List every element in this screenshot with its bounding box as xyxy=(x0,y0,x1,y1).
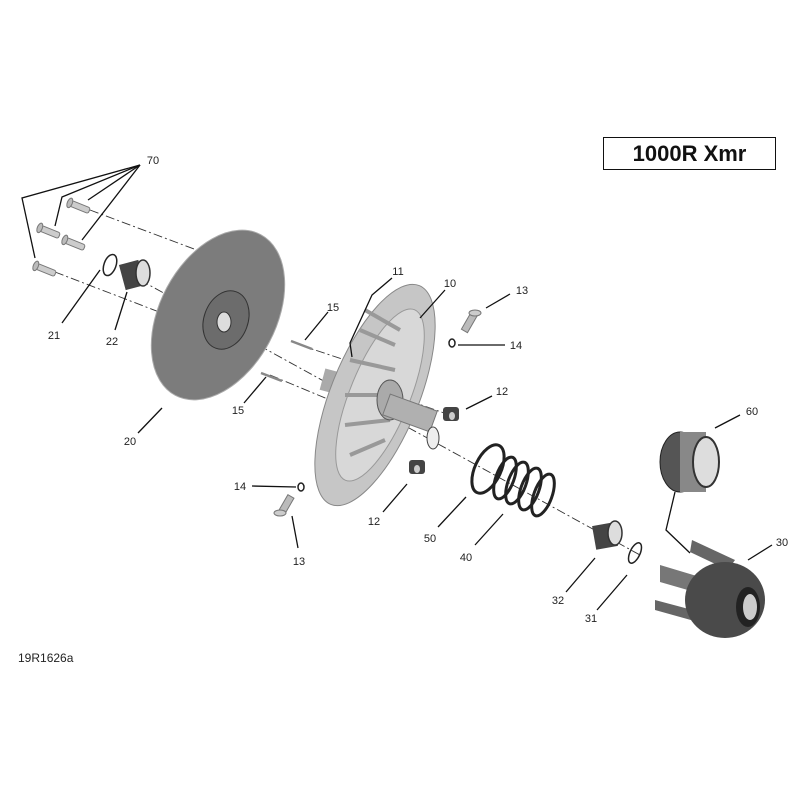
callout-21: 21 xyxy=(48,330,60,342)
movable-sheave-10 xyxy=(314,283,440,507)
callout-14-lower: 14 xyxy=(234,481,246,493)
fixed-sheave-20 xyxy=(150,229,286,401)
callout-70: 70 xyxy=(147,155,159,167)
callout-30: 30 xyxy=(776,537,788,549)
cam-30 xyxy=(655,540,765,638)
leader-lines xyxy=(21,164,773,611)
callout-20: 20 xyxy=(124,436,136,448)
callout-22: 22 xyxy=(106,336,118,348)
callout-40: 40 xyxy=(460,552,472,564)
callout-50: 50 xyxy=(424,533,436,545)
callout-13-lower: 13 xyxy=(293,556,305,568)
screw-13-upper xyxy=(460,309,482,334)
callout-32: 32 xyxy=(552,595,564,607)
pin-15-upper xyxy=(290,339,313,351)
callout-15-lower: 15 xyxy=(232,405,244,417)
retaining-ring-21 xyxy=(102,253,118,277)
callout-12-lower: 12 xyxy=(368,516,380,528)
washer-14-lower xyxy=(297,482,305,492)
callout-13-upper: 13 xyxy=(516,285,528,297)
screw-13-lower xyxy=(273,494,295,517)
roller-12-upper xyxy=(443,407,459,421)
callout-labels: 70 21 22 20 15 15 11 10 13 14 12 14 13 1… xyxy=(48,155,788,625)
model-label-box: 1000R Xmr xyxy=(603,137,776,170)
bolts-70 xyxy=(32,197,91,277)
bushing-22 xyxy=(118,259,151,291)
diagram-reference-code: 19R1626a xyxy=(18,651,74,665)
roller-12-lower xyxy=(409,460,425,474)
pin-15-lower xyxy=(260,371,283,383)
callout-60: 60 xyxy=(746,406,758,418)
callout-12-upper: 12 xyxy=(496,386,508,398)
bearing-60 xyxy=(659,431,720,493)
callout-31: 31 xyxy=(585,613,597,625)
callout-11: 11 xyxy=(392,266,403,278)
bushing-32 xyxy=(592,520,623,550)
spring-40 xyxy=(492,455,556,518)
callout-15-upper: 15 xyxy=(327,302,339,314)
ring-50 xyxy=(470,443,506,495)
callout-10: 10 xyxy=(444,278,456,290)
retaining-ring-31 xyxy=(627,542,643,564)
callout-14-upper: 14 xyxy=(510,340,522,352)
washer-14-upper xyxy=(448,338,456,348)
